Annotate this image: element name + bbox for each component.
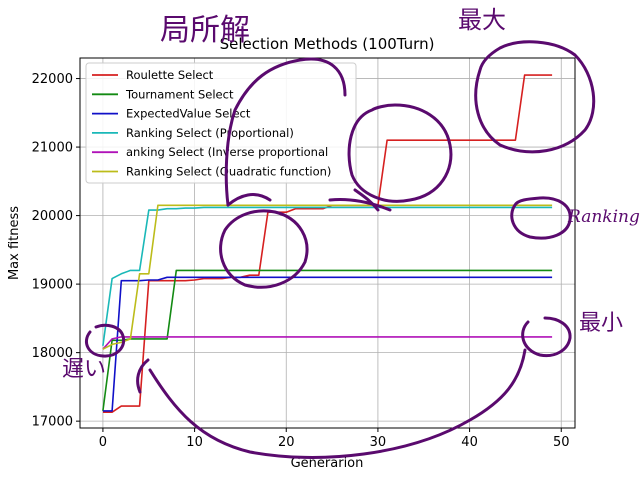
- series-line-4: [102, 336, 553, 350]
- legend-entry-5: Ranking Select (Quadratic function): [126, 165, 331, 179]
- series-layer: [102, 74, 553, 414]
- annotation-minimum: 最小: [579, 311, 623, 336]
- x-tick-label: 50: [553, 435, 570, 450]
- circle-local-optimum: [219, 209, 309, 289]
- arrow-curve: [148, 348, 527, 459]
- chart-title: Selection Methods (100Turn): [220, 35, 435, 53]
- local-optimum-hook: [226, 193, 272, 207]
- y-tick-label: 20000: [32, 209, 73, 224]
- ticks: 0 10 20 30 40 50 17000 18000 19000 20000 21000 2200…: [32, 72, 570, 450]
- series-line-3: [102, 206, 553, 346]
- x-tick-label: 30: [370, 435, 387, 450]
- annotation-ranking: Ranking Select: [567, 207, 640, 227]
- circle-maximum: [474, 40, 596, 154]
- y-axis-label: Max fitness: [7, 206, 22, 280]
- y-tick-label: 22000: [32, 72, 73, 87]
- annotation-slow: 遅い: [62, 357, 106, 382]
- circle-minimum: [521, 316, 572, 358]
- legend-entry-0: Roulette Select: [126, 68, 214, 82]
- legend-entry-3: Ranking Select (Proportional): [126, 126, 294, 140]
- circle-slow: [85, 323, 126, 358]
- circle-ranking: [510, 196, 572, 240]
- plot-border: [79, 57, 576, 429]
- x-tick-label: 20: [278, 435, 295, 450]
- leader-line: [328, 198, 392, 212]
- annotation-maximum: 最大: [458, 6, 506, 34]
- y-tick-label: 18000: [32, 346, 73, 361]
- x-axis-label: Generarion: [291, 456, 364, 471]
- arrow-tick: [136, 358, 150, 394]
- annotation-ranking-text: Ranking Select: [567, 207, 640, 227]
- y-tick-label: 21000: [32, 141, 73, 156]
- handwritten-annotations: [85, 40, 596, 459]
- x-tick-label: 10: [186, 435, 203, 450]
- series-line-2: [102, 276, 553, 412]
- local-optimum-stroke: [224, 57, 347, 207]
- annotation-local-optimum: 局所解: [160, 13, 250, 48]
- circle-tail: [353, 188, 380, 212]
- legend-entry-2: ExpectedValue Select: [126, 107, 251, 121]
- y-tick-label: 17000: [32, 415, 73, 430]
- series-line-1: [102, 269, 553, 412]
- legend-entry-1: Tournament Select: [125, 87, 234, 101]
- y-tick-label: 19000: [32, 278, 73, 293]
- series-line-5: [102, 204, 553, 350]
- x-tick-label: 0: [99, 435, 107, 450]
- x-tick-label: 40: [461, 435, 478, 450]
- circle-roulette-jump: [347, 103, 453, 203]
